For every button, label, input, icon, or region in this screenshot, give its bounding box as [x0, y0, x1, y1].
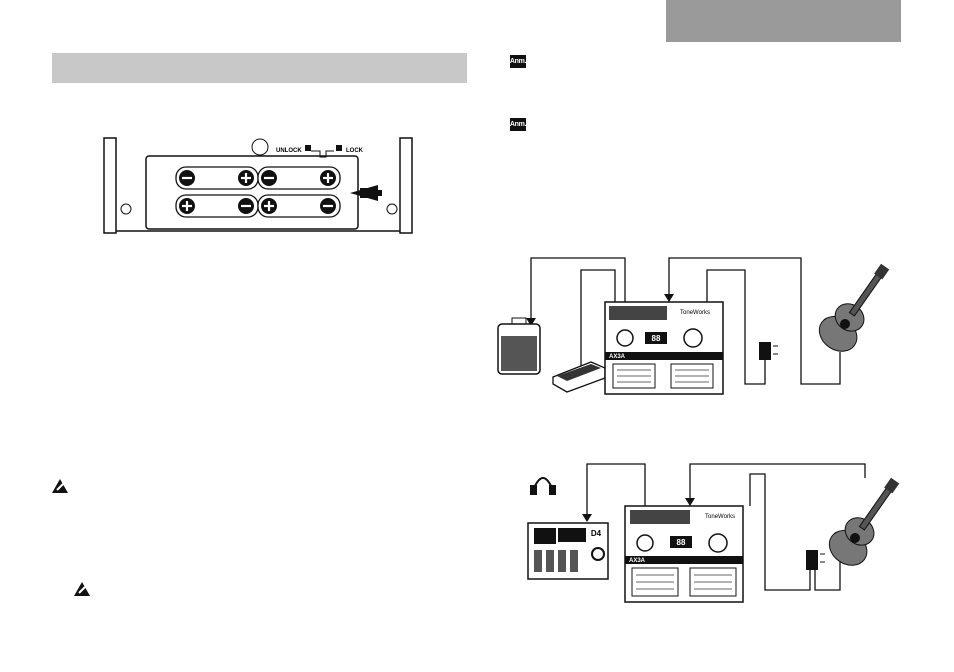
connection-diagram-amp: ToneWorks 88 AX3A [497, 257, 890, 395]
ac-adapter-illustration-2 [806, 550, 825, 570]
acoustic-guitar-illustration-1 [818, 263, 890, 352]
connection-diagram-recorder: D4 ToneWorks 88 AX3A [527, 463, 900, 603]
expression-pedal-illustration [552, 361, 606, 393]
note-badge-1: Anm. [510, 55, 526, 68]
note-badge-2: Anm. [510, 118, 526, 131]
multi-effect-unit-1: ToneWorks 88 AX3A [604, 301, 724, 395]
battery-compartment-illustration: UNLOCK LOCK [103, 137, 413, 234]
display-readout-1: 88 [652, 334, 661, 343]
header-tab [666, 0, 901, 42]
headphones-icon [530, 477, 556, 495]
ac-adapter-illustration [759, 342, 778, 360]
recorder-illustration: D4 [527, 522, 609, 580]
model-label-1: AX3A [609, 354, 626, 360]
display-readout-2: 88 [677, 538, 686, 547]
brand-label-2: ToneWorks [705, 514, 735, 520]
brand-label-1: ToneWorks [680, 310, 710, 316]
amplifier-illustration [497, 317, 541, 375]
section-heading-bar [52, 53, 467, 83]
multi-effect-unit-2: ToneWorks 88 AX3A [624, 505, 744, 603]
model-label-2: AX3A [629, 558, 646, 564]
caution-icon-1 [50, 478, 70, 494]
acoustic-guitar-illustration-2 [828, 477, 900, 566]
caution-icon-2 [72, 581, 92, 597]
recorder-model-label: D4 [591, 529, 602, 538]
unlock-label: UNLOCK [276, 148, 302, 154]
lock-label: LOCK [346, 148, 364, 154]
